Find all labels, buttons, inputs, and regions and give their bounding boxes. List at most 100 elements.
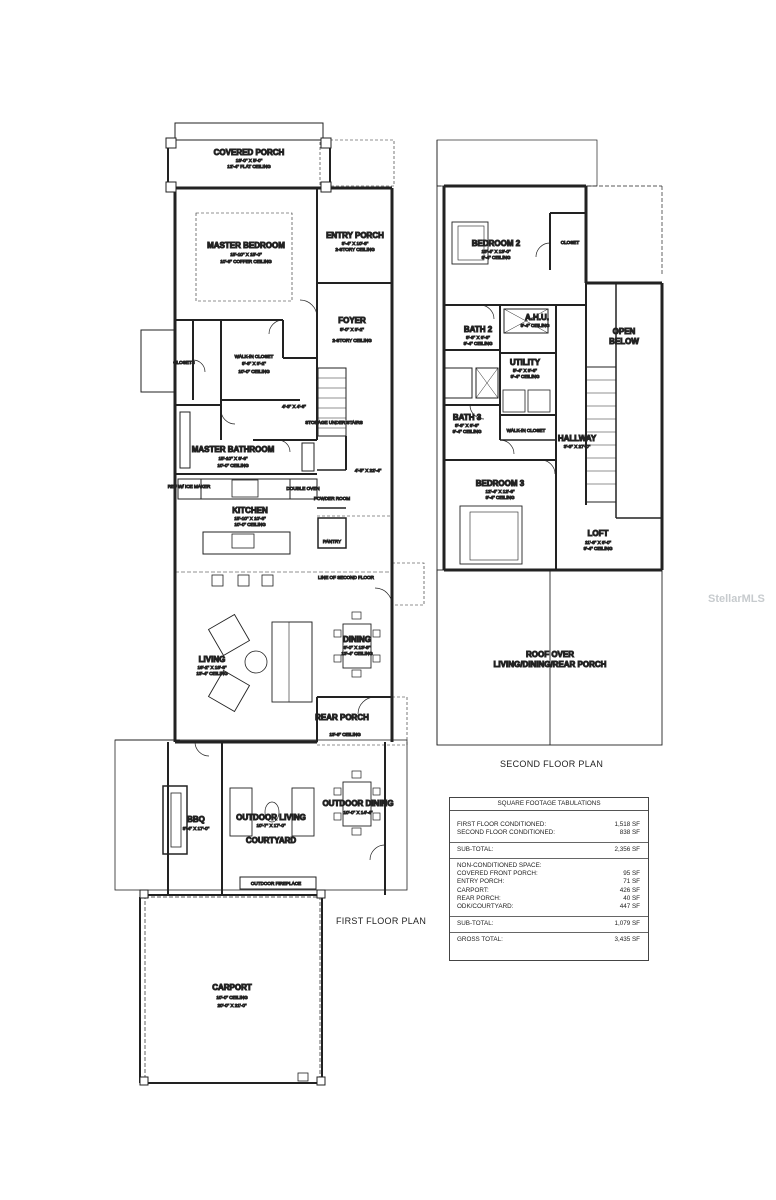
dims-hallway: 3'-3" X 27'-0" — [564, 444, 591, 449]
dims-utility: 5'-4" X 8'-6" — [513, 368, 537, 373]
dims-master-bathroom: 15'-10" X 8'-6" — [218, 456, 247, 461]
ceiling-entry-porch: 2-STORY CEILING — [335, 247, 375, 252]
structural-posts — [139, 137, 332, 1086]
second-floor-walls — [436, 139, 664, 746]
dims-foyer: 8'-0" X 9'-2" — [340, 327, 364, 332]
dims-half-bath: 4'-5" X 22'-4" — [355, 468, 382, 473]
label-dining: DINING — [343, 635, 371, 644]
dims-master-bedroom: 15'-10" X 15'-0" — [230, 252, 262, 257]
dims-dining: 8'-0" X 13'-8" — [344, 645, 371, 650]
label-entry-porch: ENTRY PORCH — [326, 231, 384, 240]
label-bath3: BATH 3 — [453, 413, 482, 422]
dims-living: 16'-2" X 18'-8" — [197, 665, 226, 670]
label-living: LIVING — [199, 655, 226, 664]
second-floor-doors — [469, 242, 556, 475]
label-carport: CARPORT — [212, 983, 252, 992]
dims-covered-porch: 18'-0" X 5'-0" — [236, 158, 263, 163]
label-ref: REF W/ ICE MAKER — [168, 484, 211, 489]
dims-wc: 4'-3" X 4'-6" — [282, 404, 306, 409]
ceiling-walk-in-closet: 10'-0" CEILING — [238, 369, 270, 374]
label-below: BELOW — [609, 337, 639, 346]
label-closets: CLOSETS — [173, 360, 194, 365]
dims-outdoor-living: 10'-7" X 17'-0" — [256, 823, 285, 828]
label-ahu: A.H.U. — [525, 313, 549, 322]
label-master-bedroom: MASTER BEDROOM — [207, 241, 285, 250]
label-outdoor-fireplace: OUTDOOR FIREPLACE — [251, 881, 301, 886]
ceiling-utility: 9'-4" CEILING — [511, 374, 540, 379]
ceiling-bedroom3: 9'-4" CEILING — [486, 495, 515, 500]
label-courtyard: COURTYARD — [246, 836, 297, 845]
label-bedroom3: BEDROOM 3 — [476, 479, 525, 488]
table-row: ODK/COURTYARD:447 SF — [457, 903, 640, 911]
dims-bath2: 8'-6" X 6'-6" — [466, 335, 490, 340]
label-closet2: CLOSET — [561, 240, 580, 245]
label-pantry: PANTRY — [323, 539, 341, 544]
label-walk-in-closet2: WALK-IN CLOSET — [507, 428, 546, 433]
second-floor-caption: SECOND FLOOR PLAN — [500, 759, 604, 769]
second-floor-labels: BEDROOM 2 13'-4" X 13'-0" 9'-4" CEILING … — [452, 239, 640, 670]
first-floor-labels: COVERED PORCH 18'-0" X 5'-0" 12'-4" FLAT… — [167, 148, 394, 1009]
label-foyer: FOYER — [338, 316, 366, 325]
label-double-oven: DOUBLE OVEN — [286, 486, 319, 491]
dims-entry-porch: 8'-4" X 10'-6" — [342, 241, 369, 246]
table-title: SQUARE FOOTAGE TABULATIONS — [450, 798, 648, 811]
table-row-subtotal: SUB-TOTAL:2,356 SF — [457, 845, 640, 853]
label-loft: LOFT — [588, 529, 609, 538]
dims-carport: 20'-0" X 21'-0" — [217, 1003, 246, 1008]
table-row: COVERED FRONT PORCH:95 SF — [457, 870, 640, 878]
label-utility: UTILITY — [510, 358, 541, 367]
label-powder-room: POWDER ROOM — [314, 496, 350, 501]
ceiling-covered-porch: 12'-4" FLAT CEILING — [227, 164, 271, 169]
ceiling-living: 13'-4" CEILING — [196, 671, 228, 676]
ceiling-master-bedroom: 10'-8" COFFER CEILING — [220, 259, 272, 264]
label-walk-in-closet: WALK-IN CLOSET — [235, 354, 274, 359]
label-line-second-floor: LINE OF SECOND FLOOR — [318, 575, 375, 580]
dims-bath3: 8'-6" X 6'-6" — [455, 423, 479, 428]
dims-rear-porch: 13'-8" CEILING — [329, 732, 361, 737]
label-outdoor-living: OUTDOOR LIVING — [236, 813, 306, 822]
label-outdoor-dining: OUTDOOR DINING — [322, 799, 393, 808]
label-covered-porch: COVERED PORCH — [214, 148, 285, 157]
table-row: ENTRY PORCH:71 SF — [457, 878, 640, 886]
dims-outdoor-dining: 10'-0" X 14'-4" — [343, 810, 372, 815]
table-row-subtotal: SUB-TOTAL:1,079 SF — [457, 919, 640, 927]
table-row-gross-total: GROSS TOTAL:3,435 SF — [457, 935, 640, 943]
label-storage: STORAGE UNDER STAIRS — [305, 420, 363, 425]
label-roof-over: ROOF OVER — [526, 650, 574, 659]
ceiling-dining: 13'-4" CEILING — [341, 651, 373, 656]
table-row: CARPORT:426 SF — [457, 886, 640, 894]
dims-bbq: 8'-4" X 17'-0" — [183, 826, 210, 831]
table-row: FIRST FLOOR CONDITIONED:1,518 SF — [457, 821, 640, 828]
label-hallway: HALLWAY — [558, 434, 597, 443]
table-row: SECOND FLOOR CONDITIONED:838 SF — [457, 829, 640, 837]
label-roof-over-areas: LIVING/DINING/REAR PORCH — [494, 660, 607, 669]
ceiling-master-bathroom: 10'-0" CEILING — [217, 463, 249, 468]
label-bedroom2: BEDROOM 2 — [472, 239, 521, 248]
dims-bedroom3: 12'-4" X 12'-6" — [485, 489, 514, 494]
nonconditioned-title: NON-CONDITIONED SPACE: — [457, 861, 542, 869]
watermark-logo: StellarMLS — [708, 593, 765, 605]
dims-bedroom2: 13'-4" X 13'-0" — [481, 249, 510, 254]
ceiling-kitchen: 10'-0" CEILING — [234, 522, 266, 527]
first-floor-caption: FIRST FLOOR PLAN — [336, 916, 427, 926]
label-kitchen: KITCHEN — [232, 506, 268, 515]
ceiling-bedroom2: 9'-4" CEILING — [482, 255, 511, 260]
ceiling-bath3: 9'-4" CEILING — [453, 429, 482, 434]
ceiling-carport: 10'-0" CEILING — [216, 995, 248, 1000]
label-rear-porch: REAR PORCH — [315, 713, 369, 722]
label-open: OPEN — [613, 327, 636, 336]
dims-walk-in-closet: 9'-6" X 8'-2" — [242, 361, 266, 366]
ceiling-loft: 9'-4" CEILING — [584, 546, 613, 551]
ceiling-foyer: 2-STORY CEILING — [332, 338, 372, 343]
first-floor-walls — [114, 122, 425, 1084]
ceiling-ahu: 9'-4" CEILING — [521, 323, 550, 328]
dims-kitchen: 15'-10" X 10'-8" — [234, 516, 266, 521]
label-bbq: BBQ — [187, 815, 205, 824]
label-master-bathroom: MASTER BATHROOM — [192, 445, 275, 454]
table-row: REAR PORCH:40 SF — [457, 895, 640, 903]
dims-loft: 11'-6" X 6'-0" — [585, 540, 611, 545]
first-floor-doors — [192, 299, 393, 861]
label-bath2: BATH 2 — [464, 325, 493, 334]
square-footage-table: SQUARE FOOTAGE TABULATIONS FIRST FLOOR C… — [449, 797, 649, 961]
